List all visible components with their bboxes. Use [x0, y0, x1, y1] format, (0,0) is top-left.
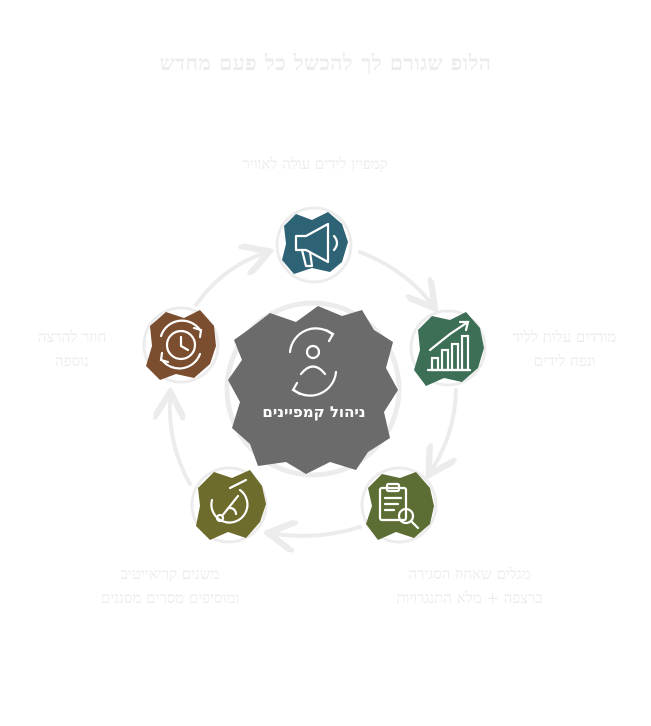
step-node-4	[190, 466, 268, 544]
center-blob	[228, 306, 398, 474]
arrow-1-to-2	[358, 250, 430, 302]
step-node-2	[409, 309, 487, 387]
step-label-2: מודדים עלות לליד ונפח לידים	[512, 328, 617, 370]
step-node-1	[275, 206, 353, 284]
step-label-1: קמפיין לידים עולה לאוויר	[242, 155, 388, 173]
step-label-4: משנים קריאייטיב ומוסיפים מסרים מסננים	[100, 565, 240, 607]
person-cycle-icon	[288, 327, 338, 397]
center-label: ניהול קמפיינים	[262, 403, 366, 421]
clipboard-search-icon	[378, 482, 420, 530]
step-label-3: מגלים שאחוז הסגירה ברצפה + מלא התנגדויות	[396, 565, 543, 607]
arrow-3-to-4	[276, 527, 362, 536]
clock-repeat-icon	[159, 319, 203, 370]
step-node-3	[360, 466, 438, 544]
arrow-2-to-3	[433, 388, 458, 468]
growth-chart-icon	[426, 320, 472, 372]
megaphone-icon	[294, 222, 339, 268]
creative-edit-icon	[210, 478, 249, 524]
step-label-5: חוזר להרצה נוספה	[37, 328, 107, 370]
loop-arrows	[170, 250, 458, 536]
step-node-5	[142, 306, 220, 384]
diagram-title: הלופ שגורם לך להכשל כל פעם מחדש	[159, 50, 492, 75]
arrow-5-to-1	[194, 254, 262, 307]
arrow-4-to-5	[170, 400, 192, 486]
center-hub	[224, 300, 402, 478]
